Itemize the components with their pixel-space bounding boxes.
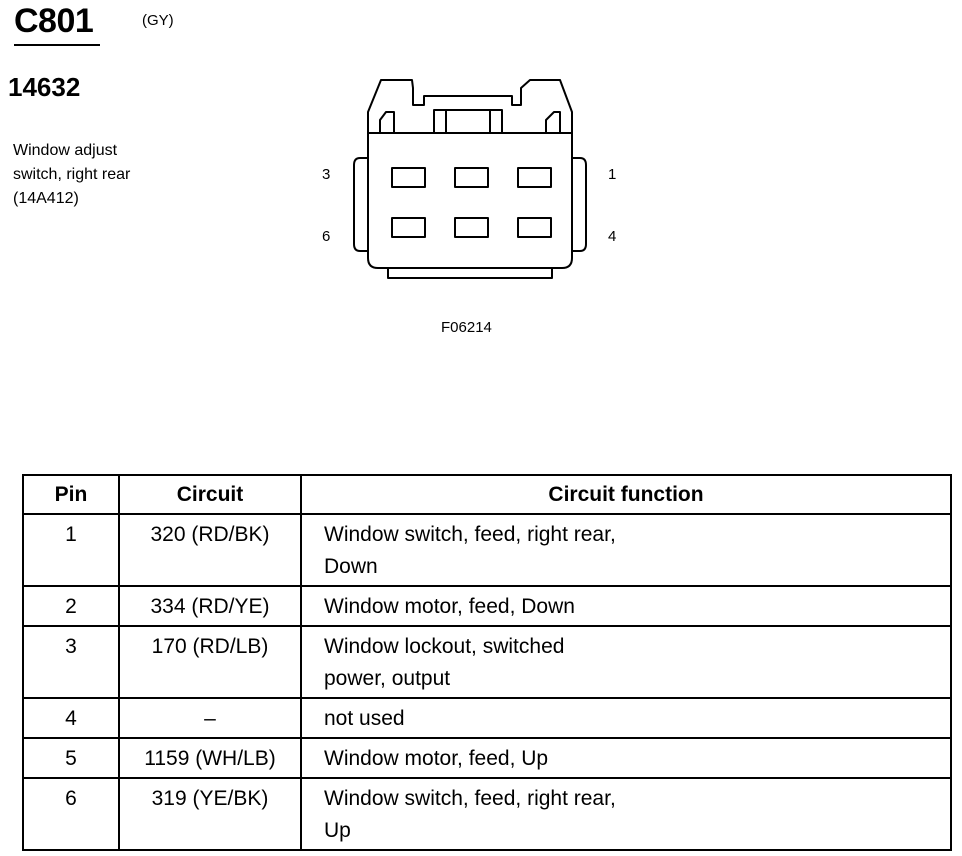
function-text: Window lockout, switched power, output (324, 635, 565, 690)
table-row: 4 – not used (22, 697, 952, 739)
connector-body (367, 132, 573, 269)
table-row: 5 1159 (WH/LB) Window motor, feed, Up (22, 737, 952, 779)
function-text: Window switch, feed, right rear, Down (324, 523, 616, 578)
table-header-row: Pin Circuit Circuit function (22, 474, 952, 515)
connector-id-underline (14, 44, 100, 46)
header-circuit: Circuit (118, 474, 302, 515)
description-line: Window adjust (13, 142, 118, 159)
figure-code: F06214 (441, 319, 492, 336)
pin-label-top-right: 1 (608, 166, 617, 183)
description-line: (14A412) (13, 190, 79, 207)
connector-latch (367, 79, 573, 133)
pin-label-bottom-right: 4 (608, 228, 617, 245)
pin-cavity (454, 217, 489, 238)
header-circuit-function: Circuit function (300, 474, 952, 515)
table-row: 6 319 (YE/BK) Window switch, feed, right… (22, 777, 952, 851)
pin-cavity (391, 167, 426, 188)
connector-bottom-rail (387, 268, 553, 279)
cell-circuit: 334 (RD/YE) (118, 585, 302, 627)
table-row: 3 170 (RD/LB) Window lockout, switched p… (22, 625, 952, 699)
pin-label-bottom-left: 6 (322, 228, 331, 245)
cell-function: Window motor, feed, Up (300, 737, 952, 779)
pin-cavity (517, 217, 552, 238)
pin-cavity (391, 217, 426, 238)
pin-cavity (517, 167, 552, 188)
function-text: Window switch, feed, right rear, Up (324, 787, 616, 842)
pin-label-top-left: 3 (322, 166, 331, 183)
table-row: 2 334 (RD/YE) Window motor, feed, Down (22, 585, 952, 627)
connector-latch-inner (489, 109, 503, 133)
description-line: switch, right rear (13, 166, 131, 183)
cell-pin: 5 (22, 737, 120, 779)
cell-function: Window motor, feed, Down (300, 585, 952, 627)
table-row: 1 320 (RD/BK) Window switch, feed, right… (22, 513, 952, 587)
cell-pin: 4 (22, 697, 120, 739)
cell-function: Window switch, feed, right rear, Down (300, 513, 952, 587)
connector-latch-inner (545, 111, 561, 133)
pinout-table: Pin Circuit Circuit function 1 320 (RD/B… (22, 474, 952, 851)
cell-function: Window lockout, switched power, output (300, 625, 952, 699)
cell-circuit: 170 (RD/LB) (118, 625, 302, 699)
connector-face-diagram (353, 79, 587, 279)
connector-latch-inner (433, 109, 447, 133)
function-text: Window motor, feed, Up (324, 747, 549, 770)
cell-circuit: 320 (RD/BK) (118, 513, 302, 587)
part-number: 14632 (8, 72, 81, 102)
connector-latch-inner (379, 111, 395, 133)
connector-color: (GY) (142, 12, 174, 29)
cell-circuit: 1159 (WH/LB) (118, 737, 302, 779)
connector-id: C801 (14, 2, 94, 40)
cell-pin: 6 (22, 777, 120, 851)
cell-function: not used (300, 697, 952, 739)
cell-circuit: – (118, 697, 302, 739)
cell-circuit: 319 (YE/BK) (118, 777, 302, 851)
connector-side-tab-left (353, 157, 368, 252)
function-text: Window motor, feed, Down (324, 595, 575, 618)
cell-function: Window switch, feed, right rear, Up (300, 777, 952, 851)
cell-pin: 1 (22, 513, 120, 587)
connector-side-tab-right (572, 157, 587, 252)
cell-pin: 3 (22, 625, 120, 699)
pin-cavity (454, 167, 489, 188)
function-text: not used (324, 707, 405, 730)
cell-pin: 2 (22, 585, 120, 627)
header-pin: Pin (22, 474, 120, 515)
